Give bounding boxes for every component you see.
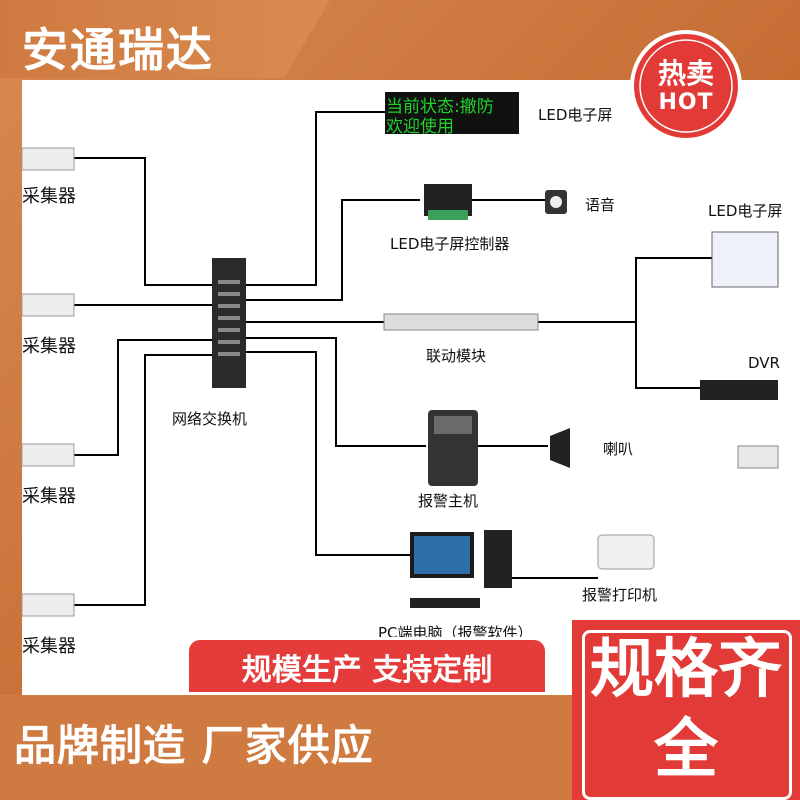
dvr-label: DVR xyxy=(748,354,780,372)
hot-badge-line2: HOT xyxy=(658,90,714,115)
collector-devices xyxy=(21,147,75,617)
middle-banner: 规模生产 支持定制 xyxy=(186,637,548,695)
collector-label: 采集器 xyxy=(22,336,76,357)
pc-keyboard xyxy=(410,598,480,608)
speaker-label: 喇叭 xyxy=(603,440,634,458)
led-screen-label: LED电子屏 xyxy=(538,106,613,124)
led-controller-label: LED电子屏控制器 xyxy=(390,235,510,253)
pc-tower xyxy=(484,530,512,588)
right-led-device xyxy=(711,231,779,288)
middle-banner-text: 规模生产 支持定制 xyxy=(241,653,493,688)
collector-label: 采集器 xyxy=(22,486,76,507)
camera-device xyxy=(737,445,779,469)
dvr-device xyxy=(700,380,778,400)
printer-device xyxy=(597,534,655,570)
right-banner xyxy=(572,620,800,800)
alarm-host-label: 报警主机 xyxy=(418,492,479,510)
right-led-label: LED电子屏 xyxy=(708,202,783,220)
right-banner-text: 规格齐全 xyxy=(590,633,782,787)
hot-badge: 热卖 HOT xyxy=(628,28,744,144)
hot-badge-line1: 热卖 xyxy=(657,57,714,90)
link-module-device xyxy=(383,313,539,331)
led-screen-text-2: 欢迎使用 xyxy=(386,117,454,137)
brand-header: 安通瑞达 xyxy=(0,0,330,78)
link-module-label: 联动模块 xyxy=(426,347,487,365)
hot-badge-icon xyxy=(630,30,742,142)
switch-label: 网络交换机 xyxy=(172,410,248,428)
led-screen-device xyxy=(385,92,519,134)
brand-name: 安通瑞达 xyxy=(22,23,214,77)
bottom-banner-text: 品牌制造 厂家供应 xyxy=(14,721,374,770)
printer-label: 报警打印机 xyxy=(582,586,658,604)
voice-label: 语音 xyxy=(585,196,616,214)
speaker-device xyxy=(550,428,570,468)
right-banner-text-wrap: 规格齐全 xyxy=(572,622,800,800)
collector-label: 采集器 xyxy=(22,636,76,657)
led-screen-text-1: 当前状态:撤防 xyxy=(386,97,494,117)
switch-device xyxy=(212,258,246,388)
collector-label: 采集器 xyxy=(22,186,76,207)
